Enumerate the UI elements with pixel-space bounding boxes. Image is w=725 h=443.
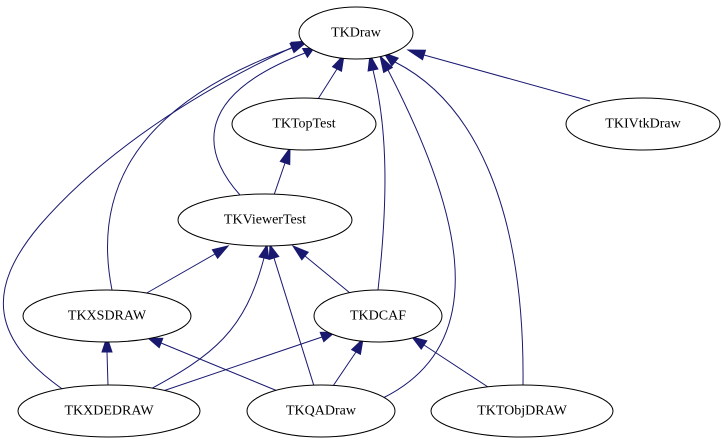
node-tkxsdraw: TKXSDRAW	[22, 289, 192, 343]
node-tktoptest: TKTopTest	[231, 97, 377, 151]
edge-line	[2, 46, 294, 394]
node-label: TKXSDRAW	[68, 309, 147, 324]
edge-arrowhead	[211, 245, 230, 260]
edge-arrowhead	[301, 47, 316, 59]
node-ellipse	[17, 384, 201, 438]
node-tkdraw: TKDraw	[298, 6, 414, 60]
edge-line	[273, 257, 315, 387]
node-label: TKViewerTest	[224, 213, 306, 228]
edge-line	[106, 351, 109, 387]
edge-tkqadraw-to-tkxsdraw	[146, 337, 281, 393]
edge-arrowhead	[379, 54, 394, 74]
edge-line	[382, 69, 456, 399]
node-label: TKQADraw	[286, 404, 357, 419]
edge-arrowhead	[146, 337, 164, 349]
edge-line	[160, 342, 281, 393]
edge-line	[423, 344, 489, 388]
node-label: TKXDEDRAW	[64, 404, 154, 419]
edge-line	[107, 47, 293, 291]
edge-tkdcaf-to-tkdraw	[367, 53, 386, 291]
edge-arrowhead	[279, 146, 291, 166]
edge-arrowhead	[406, 49, 427, 61]
edge-line	[144, 253, 216, 295]
node-ellipse	[22, 289, 192, 343]
edge-arrowhead	[410, 336, 428, 351]
edge-arrowhead	[382, 52, 400, 67]
edge-line	[394, 61, 524, 386]
edges-layer	[2, 40, 591, 399]
edge-tkqadraw-to-tkdcaf	[332, 337, 364, 387]
node-tkviewertest: TKViewerTest	[177, 193, 353, 247]
edge-line	[159, 336, 323, 393]
edge-tktoptest-to-tkdraw	[317, 53, 345, 100]
edge-tkxsdraw-to-tkviewertest	[144, 245, 230, 295]
edge-tkxdedraw-to-tkdcaf	[159, 331, 337, 393]
edge-tkviewertest-to-tktoptest	[273, 146, 291, 196]
edge-arrowhead	[268, 243, 280, 261]
node-ellipse	[565, 97, 721, 151]
edge-arrowhead	[331, 53, 345, 72]
edge-tkviewertest-to-tkdraw	[213, 47, 316, 196]
edge-line	[144, 257, 265, 393]
edge-arrowhead	[101, 335, 113, 353]
node-label: TKDraw	[331, 26, 382, 41]
node-tktobjdraw: TKTObjDRAW	[430, 384, 614, 438]
edge-arrowhead	[291, 244, 310, 261]
node-ellipse	[430, 384, 614, 438]
node-label: TKIVtkDraw	[605, 117, 681, 132]
node-label: TKTopTest	[272, 117, 335, 132]
node-label: TKTObjDRAW	[477, 404, 567, 419]
node-ellipse	[231, 97, 377, 151]
edge-tkqadraw-to-tkdraw	[379, 54, 456, 399]
node-ellipse	[313, 289, 443, 343]
edge-tkdcaf-to-tkviewertest	[291, 244, 351, 294]
edge-tkxdedraw-to-tkxsdraw	[101, 335, 113, 387]
edge-tkqadraw-to-tkviewertest	[268, 243, 315, 387]
edge-arrowhead	[367, 53, 379, 72]
node-tkdcaf: TKDCAF	[313, 289, 443, 343]
node-ellipse	[246, 384, 396, 438]
edge-arrowhead	[350, 337, 364, 356]
node-ellipse	[298, 6, 414, 60]
node-tkxdedraw: TKXDEDRAW	[17, 384, 201, 438]
edge-line	[372, 69, 386, 291]
edge-line	[317, 68, 338, 100]
edge-arrowhead	[258, 243, 270, 260]
edge-line	[332, 351, 357, 387]
edge-tkxdedraw-to-tkviewertest	[144, 243, 270, 393]
edge-tktobjdraw-to-tkdcaf	[410, 336, 489, 388]
edge-line	[304, 255, 351, 294]
edge-tktobjdraw-to-tkdraw	[382, 52, 524, 386]
edge-line	[213, 52, 306, 196]
node-tkivtkdraw: TKIVtkDraw	[565, 97, 721, 151]
edge-line	[423, 54, 591, 102]
node-label: TKDCAF	[350, 309, 406, 324]
edge-tkivtkdraw-to-tkdraw	[406, 49, 591, 102]
node-tkqadraw: TKQADraw	[246, 384, 396, 438]
edge-line	[273, 162, 286, 196]
node-ellipse	[177, 193, 353, 247]
